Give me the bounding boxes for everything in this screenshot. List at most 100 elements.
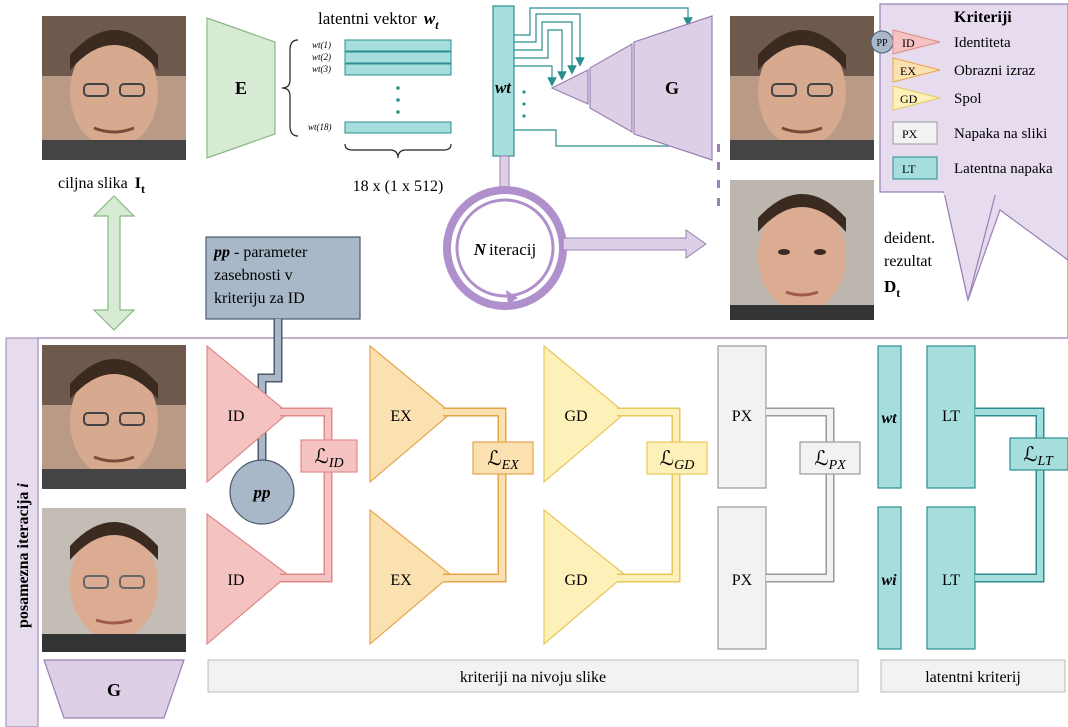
generator-shape-3 [633, 15, 713, 161]
lt-connector-fill [975, 409, 1043, 581]
id-network-bottom [206, 512, 288, 646]
loss-gd-label: ℒGD [660, 448, 695, 473]
iteration-ring-inner [455, 198, 555, 298]
target-caption: ciljna slika It [58, 175, 145, 196]
loss-id-box [300, 439, 358, 473]
px-label-top: PX [732, 408, 753, 425]
face-result-image [730, 180, 874, 320]
legend-id-tag: ID [902, 36, 915, 50]
wi-latent-label: wi [881, 572, 897, 589]
dims-brace [344, 143, 452, 159]
iterations-to-result-arrow [562, 229, 707, 259]
legend [879, 3, 1068, 338]
wt-dots [522, 90, 526, 118]
legend-gd-text: Spol [954, 91, 982, 107]
gd-connector-fill [617, 409, 679, 581]
iteration-side-bar [5, 337, 39, 727]
pp-line1: pp - parameter [212, 244, 308, 261]
ex-label-top: EX [390, 408, 412, 425]
face-target-image [42, 16, 186, 160]
ex-connector [443, 407, 507, 583]
generator-shape [550, 69, 589, 105]
face-top-right-image [730, 16, 874, 160]
wi-latent-bar [877, 506, 902, 650]
iteration-ring-arrow [506, 290, 518, 304]
latent-row-18: wt(18) [308, 122, 332, 132]
gd-connector [617, 407, 681, 583]
latent-row-3: wt(3) [312, 64, 331, 74]
latent-rows [344, 39, 452, 134]
px-connector-fill [766, 409, 833, 581]
generator-label: G [665, 78, 679, 98]
id-label-bottom: ID [228, 572, 245, 589]
face-iteration-generated-image [42, 508, 186, 652]
pp-circle [229, 459, 295, 525]
lt-network-top [926, 345, 976, 489]
result-line1: deident. [884, 230, 935, 247]
lt-label-bottom: LT [942, 572, 960, 589]
result-line2: rezultat [884, 253, 933, 270]
pp-line3: kriteriju za ID [214, 290, 305, 307]
id-label-top: ID [228, 408, 245, 425]
px-network-top [717, 345, 767, 489]
image-criteria-bar [207, 659, 859, 693]
image-criteria-label: kriteriji na nivoju slike [460, 669, 606, 686]
legend-lt-shape [892, 156, 938, 180]
iteration-side-label: posamezna iteracijai [15, 483, 32, 628]
purple-dots [717, 144, 720, 206]
latent-title: latentni vektor wt [318, 9, 439, 32]
legend-px-shape [892, 121, 938, 145]
ex-label-bottom: EX [390, 572, 412, 589]
loss-px-box [799, 441, 861, 475]
legend-ex-shape [892, 57, 941, 83]
latent-criteria-label: latentni kriterij [925, 669, 1021, 686]
result-symbol: Dt [884, 277, 900, 300]
legend-id-text: Identiteta [954, 35, 1011, 51]
latent-dims: 18 x (1 x 512) [353, 178, 444, 195]
gd-label-bottom: GD [564, 572, 587, 589]
px-connector [766, 407, 835, 583]
legend-gd-tag: GD [900, 92, 918, 106]
legend-lt-text: Latentna napaka [954, 161, 1053, 177]
legend-title: Kriteriji [954, 9, 1012, 26]
wt-latent-label: wt [881, 410, 897, 427]
legend-px-tag: PX [902, 127, 918, 141]
lt-connector [975, 407, 1045, 583]
id-connector-fill [280, 409, 331, 581]
encoder-trapezoid [206, 17, 276, 159]
loss-px-label: ℒPX [814, 448, 846, 473]
gd-label-top: GD [564, 408, 587, 425]
loss-ex-box [472, 441, 534, 475]
px-label-bottom: PX [732, 572, 753, 589]
pp-circle-label: pp [252, 483, 271, 502]
latent-brace [281, 39, 299, 137]
ex-connector-fill [443, 409, 505, 581]
legend-lt-tag: LT [902, 162, 916, 176]
loss-lt-box [1009, 437, 1068, 471]
bottom-generator-label: G [107, 680, 121, 700]
latent-criteria-bar [880, 659, 1066, 693]
legend-pp-label: PP [876, 38, 888, 49]
pp-connector-fill [259, 319, 281, 462]
encoder-label: E [235, 78, 247, 98]
legend-ex-tag: EX [900, 64, 916, 78]
latent-row-2: wt(2) [312, 52, 331, 62]
latent-row-1: wt(1) [312, 40, 331, 50]
pp-line2: zasebnosti v [214, 267, 293, 284]
lt-label-top: LT [942, 408, 960, 425]
generator-shape-2 [589, 42, 633, 134]
bottom-generator-shape [43, 659, 185, 719]
wt-latent-bar [877, 345, 902, 489]
lt-network-bottom [926, 506, 976, 650]
legend-gd-shape [892, 85, 941, 111]
face-iteration-target-image [42, 345, 186, 489]
wt-box-label: wt [495, 78, 512, 97]
loss-ex-label: ℒEX [487, 448, 519, 473]
target-double-arrow [92, 195, 136, 331]
legend-ex-text: Obrazni izraz [954, 63, 1036, 79]
loss-id-label: ℒID [314, 446, 343, 471]
px-network-bottom [717, 506, 767, 650]
loss-lt-label: ℒLT [1023, 444, 1054, 469]
